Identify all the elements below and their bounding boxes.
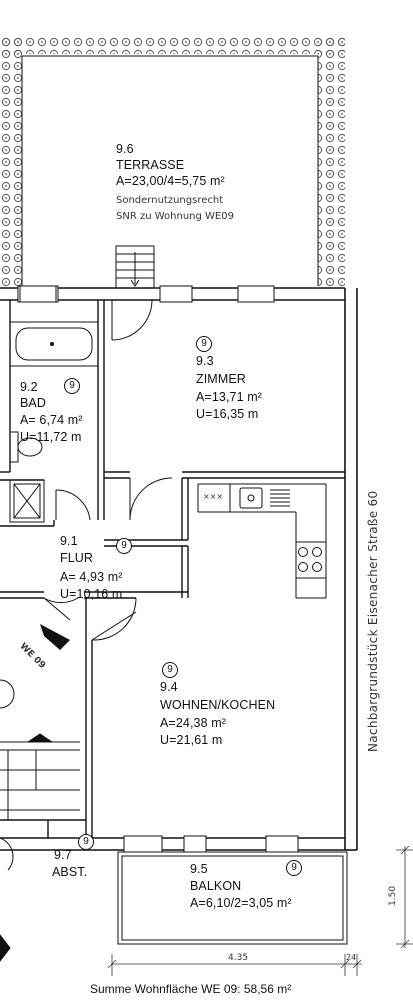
- room-perimeter-zimmer: U=16,35 m: [196, 407, 259, 421]
- unit-marker-wohnen: 9: [162, 662, 178, 678]
- room-area-terrace: A=23,00/4=5,75 m²: [116, 174, 225, 188]
- room-area-flur: A= 4,93 m²: [60, 570, 123, 584]
- dimension-lines: [107, 845, 413, 976]
- room-name-flur: FLUR: [60, 551, 94, 565]
- bathtub: [9, 321, 99, 367]
- room-name-terrace: TERRASSE: [116, 158, 185, 172]
- room-number-zimmer: 9.3: [196, 354, 214, 368]
- room-number-wohnen: 9.4: [160, 680, 178, 694]
- room-area-balkon: A=6,10/2=3,05 m²: [190, 896, 292, 910]
- toilet: [9, 431, 43, 463]
- terrace-note-2: SNR zu Wohnung WE09: [116, 211, 234, 222]
- shower: [9, 479, 45, 523]
- entrance-arrow: [40, 624, 70, 650]
- room-number-abst: 9.7: [54, 848, 72, 862]
- neighbor-label: Nachbargrundstück Eisenacher Straße 60: [366, 490, 380, 752]
- room-number-bad: 9.2: [20, 380, 38, 394]
- dimension-width: 4.35: [228, 953, 249, 963]
- room-name-bad: BAD: [20, 396, 47, 410]
- bottom-windows: [123, 835, 299, 853]
- interior-walls: [0, 300, 345, 838]
- terrace-note-1: Sondernutzungsrecht: [116, 195, 224, 206]
- terrace-steps: [115, 245, 155, 289]
- total-living-area: Summe Wohnfläche WE 09: 58,56 m²: [90, 982, 292, 996]
- room-name-zimmer: ZIMMER: [196, 372, 246, 386]
- stove-label: ×××: [203, 492, 224, 501]
- doors: [43, 299, 173, 641]
- unit-marker-abst: 9: [78, 834, 94, 850]
- room-area-bad: A= 6,74 m²: [20, 413, 83, 427]
- unit-marker-flur: 9: [116, 538, 132, 554]
- room-name-abst: ABST.: [52, 865, 88, 879]
- unit-marker-balkon: 9: [286, 860, 302, 876]
- room-number-flur: 9.1: [60, 534, 78, 548]
- dimension-small: 24: [346, 953, 357, 962]
- unit-marker-bad: 9: [64, 378, 80, 394]
- kitchen-counter: [197, 483, 327, 599]
- room-perimeter-bad: U=11,72 m: [20, 430, 82, 444]
- top-windows: [17, 285, 275, 303]
- balcony: [117, 851, 348, 945]
- exterior-walls: [0, 287, 358, 851]
- room-perimeter-flur: U=10,16 m: [60, 587, 123, 601]
- room-number-terrace: 9.6: [116, 142, 134, 156]
- room-perimeter-wohnen: U=21,61 m: [160, 733, 223, 747]
- room-area-wohnen: A=24,38 m²: [160, 716, 226, 730]
- room-name-wohnen: WOHNEN/KOCHEN: [160, 698, 276, 712]
- stairwell: [0, 679, 80, 962]
- room-area-zimmer: A=13,71 m²: [196, 390, 262, 404]
- terrace-hedge: [0, 36, 345, 286]
- dimension-depth: 1.50: [388, 885, 398, 906]
- unit-marker-zimmer: 9: [196, 336, 212, 352]
- room-number-balkon: 9.5: [190, 862, 208, 876]
- room-name-balkon: BALKON: [190, 879, 242, 893]
